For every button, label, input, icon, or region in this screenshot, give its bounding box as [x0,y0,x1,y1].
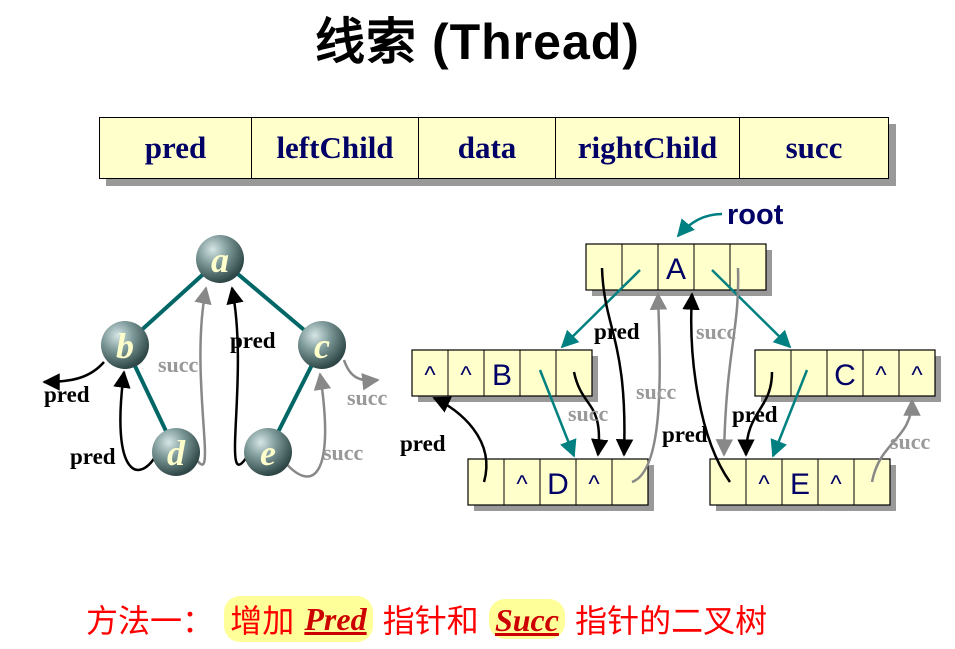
node-A: A [585,243,772,296]
label-pred-D: pred [400,431,446,456]
node-D: ^ D ^ [467,458,654,511]
node-C-data: C [834,359,856,392]
succ-arrow-e-c [282,372,332,478]
caption-prefix: 方法一： [86,602,215,640]
node-B-data: B [492,359,512,392]
method-caption: 方法一： 增加 Pred 指针和 Succ 指针的二叉树 [86,596,767,646]
node-D-nil-left: ^ [516,471,528,498]
caption-pred: Pred [304,600,367,637]
label-succ-A: succ [696,319,737,344]
tree-node-c: c [298,321,346,369]
node-B-nil-pred: ^ [424,362,436,389]
page-title: 线索 (Thread) [315,14,640,70]
tree-edges [123,257,324,453]
node-d-label: d [167,433,186,473]
field-rightchild: rightChild [556,118,740,178]
node-a-label: a [211,240,229,280]
diagram-canvas: a b c d e pred succ pred succ pred succ [42,199,941,511]
label-pred-e: pred [230,328,276,353]
threaded-storage: root A ^ ^ B C ^ ^ [400,199,941,511]
node-B-nil-left: ^ [460,362,472,389]
node-C-nil-right: ^ [875,362,887,389]
caption-part1: 增加 [230,602,295,640]
node-c-label: c [314,326,330,366]
pred-arrow-b-null [42,361,105,391]
label-succ-e: succ [323,440,364,465]
node-C: C ^ ^ [754,349,941,402]
label-succ-d: succ [158,352,199,377]
caption-highlight: 增加 Pred [224,596,373,642]
root-arrow [676,212,723,238]
field-pred: pred [100,118,252,178]
pred-thread-C [737,371,774,457]
tree-node-d: d [152,428,200,476]
caption-succ: Succ [494,601,559,638]
tree-node-b: b [101,321,149,369]
label-succ-c: succ [347,385,388,410]
succ-arrow-c-null [342,359,380,391]
field-succ: succ [785,130,843,165]
succ-thread-B [572,371,609,457]
field-leftchild: leftChild [252,118,419,178]
node-D-data: D [547,468,569,501]
tree-node-e: e [244,428,292,476]
succ-thread-D [631,292,668,484]
pred-thread-D [432,396,488,483]
label-pred-A: pred [594,319,640,344]
node-E: ^ E ^ [709,458,896,511]
thread-node-structure: pred leftChild data rightChild succ [99,117,889,179]
label-pred-b: pred [44,382,90,407]
label-pred-d: pred [70,444,116,469]
pred-thread-A [600,267,634,457]
label-succ-B: succ [568,401,609,426]
tree-node-a: a [196,235,244,283]
threaded-tree: a b c d e pred succ pred succ pred succ [42,235,388,478]
pred-thread-E [682,292,732,483]
label-succ-D: succ [636,379,677,404]
label-pred-E: pred [662,422,708,447]
node-E-nil-left: ^ [758,471,770,498]
node-D-nil-right: ^ [588,471,600,498]
child-C-E [770,369,809,458]
node-E-nil-right: ^ [830,471,842,498]
child-B-D [538,369,577,458]
node-C-nil-succ: ^ [911,362,923,389]
pred-arrow-d-b [113,370,160,472]
node-b-label: b [116,326,134,366]
node-A-data: A [666,253,686,286]
label-succ-E: succ [890,429,931,454]
child-A-C [711,269,792,349]
succ-arrow-d-a [190,286,212,466]
node-E-data: E [790,468,810,501]
field-data: data [419,118,556,178]
caption-highlight-2: Succ [488,599,565,639]
succ-thread-A [715,267,740,457]
caption-part2: 指针和 [382,602,479,640]
node-B: ^ ^ B [411,349,598,402]
node-e-label: e [260,433,276,473]
child-A-B [560,269,641,349]
root-label: root [727,199,784,231]
pred-arrow-e-a [226,286,252,466]
caption-part3: 指针的二叉树 [575,602,768,640]
label-pred-C: pred [732,402,778,427]
succ-thread-E [870,398,921,483]
